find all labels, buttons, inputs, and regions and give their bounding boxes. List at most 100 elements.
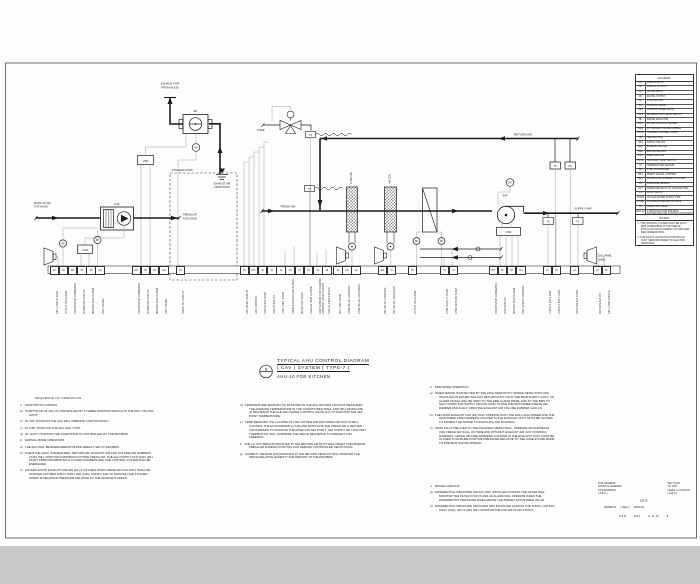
io-label: FAD OPEN STATUS (245, 289, 249, 314)
note-item: 2- FOR EXACT LOCATION & POSITION OF DUCT… (637, 235, 686, 245)
io-box: DI (601, 266, 612, 275)
io-box: DO (248, 266, 259, 275)
sequence-paragraph: 4. MISCELLANEOUS (430, 484, 460, 488)
legend-abbr: SAF (636, 141, 646, 145)
ts-tag-supply-2: TS (576, 221, 580, 224)
ddc-label-2: (BMS) (599, 259, 606, 262)
kitchen-hood-boundary (169, 172, 238, 281)
io-cluster-hood: DI HOOD DP STATUS (175, 266, 186, 314)
sequence-paragraph: a) THE AHU WILL BE ENERGIZED/STOPPED WEE… (20, 444, 120, 449)
note-item: 1- THE CONTROL SYSTEM MUST BE FULLY BMS … (637, 222, 690, 235)
sequence-paragraph: a) START/STOP OF AHU IS CONTROLLED BY A … (20, 409, 155, 418)
io-box: DO (131, 266, 142, 275)
sequence-paragraph: g) HUMIDITY SENSOR (HS) MOUNTED IN THE R… (240, 451, 361, 460)
dp-tag-faf-2: DP (96, 239, 100, 242)
legend-row: TS TEMPERATURE SENSOR (636, 164, 693, 169)
io-label: MIXED AIR TEMP (300, 292, 304, 314)
legend-abbr: MCC (636, 122, 646, 127)
supply-air-label: SUPPLY AIR (574, 207, 592, 211)
legend-desc: HIGH LIMIT TEMP. SWITCH (646, 159, 677, 162)
legend-row: DDC DIRECT DIGITAL CONTROL (636, 173, 693, 179)
kitchen-exhaust-fan (137, 96, 228, 266)
io-label: HOOD DP STATUS (181, 290, 185, 314)
legend-abbr: CC (636, 99, 646, 104)
dp-tag-filter-2: DP (440, 241, 444, 243)
sequence-paragraph: 2. NORMAL MODE OPERATION (20, 438, 65, 443)
io-label: START/STOP COMMAND (74, 282, 78, 314)
io-box: DI (303, 266, 314, 275)
legend-row: CC COOLING COIL (636, 99, 693, 105)
ts-tag-2: TS (308, 188, 312, 191)
io-box: DI (175, 266, 186, 275)
io-box: AI (439, 266, 450, 275)
legend-abbr: RAF (636, 150, 646, 155)
io-point: AI MIXED AIR TEMP (294, 266, 305, 314)
legend-abbr: SD (636, 118, 646, 122)
io-box: DO (67, 266, 78, 275)
io-box: DI (49, 266, 60, 275)
legend-row: CHWS CHILLED WATER SUPPLY PIPE (636, 196, 693, 202)
cooling-heating-coils (336, 186, 397, 266)
io-point: AI CHW RETURN TEMP (448, 266, 459, 314)
sheet-border (5, 62, 697, 539)
io-label: RUN STATUS (503, 297, 507, 314)
io-label: RETURN AIR TEMP (575, 289, 579, 314)
legend-desc: CHILLED WATER RETURN PIPE (646, 201, 682, 204)
io-box: AO (516, 266, 526, 275)
legend-row: DO DIGITAL OUTPUT (636, 95, 693, 100)
legend-row: PS PRESSURE SENSOR (636, 182, 693, 188)
io-box: AI (294, 266, 305, 275)
ts-tag-return: TS (554, 165, 558, 168)
io-label: VSD SIGNAL (101, 297, 105, 314)
legend-desc: NORMALLY CLOSED / OPEN (646, 132, 678, 135)
makeup-air-fan (34, 206, 181, 266)
legend-row: VSD VARIABLE SPEED DRIVE (636, 109, 693, 114)
io-label: SUPPLY AIR TEMP (548, 290, 552, 314)
legend-abbr: SC (636, 168, 646, 173)
legend-abbr: CHWR (636, 201, 646, 205)
io-label: FRESH AIR RH (273, 295, 277, 314)
legend-desc: FRESH AIR FAN (646, 155, 665, 158)
exhaust-top-label-1: EXHAUST AIR (161, 82, 179, 86)
sequence-column-3b: 4. MISCELLANEOUS a) DIFFERENTIAL PRESSURE… (430, 484, 556, 515)
legend-desc: SUPPLY AIR FAN (646, 141, 666, 144)
legend-row: BV BALANCING VALVE (636, 205, 693, 211)
kitchen-hood-label: KITCHEN HOOD (172, 168, 193, 172)
io-box: AI (448, 266, 459, 275)
legend-desc: MOTOR CONTROL CENTER (646, 123, 678, 126)
legend-row: FS FLOW SWITCH (636, 191, 693, 197)
sequence-paragraph: a) DIFFERENTIAL PRESSURE SWITCH (DP) INS… (430, 490, 546, 502)
seal-label: ( SEAL ) (620, 506, 630, 509)
hs-tag-return: HS (568, 165, 572, 168)
legend-row: MVD MOTORIZED VOLUME DAMPER (636, 127, 693, 133)
hood-exhaust-label-2: FROM HOOD (214, 186, 230, 189)
sequence-paragraph: 3. FIRE MODE OPERATION (430, 385, 469, 389)
vsd-tag-kef: VSD (143, 159, 149, 163)
chw-pipes (420, 246, 503, 266)
io-box: AI (257, 266, 268, 275)
io-label: CHW RETURN TEMP (454, 287, 458, 314)
legend-abbr: AO (636, 86, 646, 90)
drawing-title-line1: TYPICAL AHU CONTROL DIAGRAM (277, 358, 370, 365)
title-block-line: OF DRAWINGS (598, 488, 616, 492)
legend-row: CHWR CHILLED WATER RETURN PIPE (636, 201, 693, 206)
legend-title: LEGEND: (636, 75, 693, 82)
